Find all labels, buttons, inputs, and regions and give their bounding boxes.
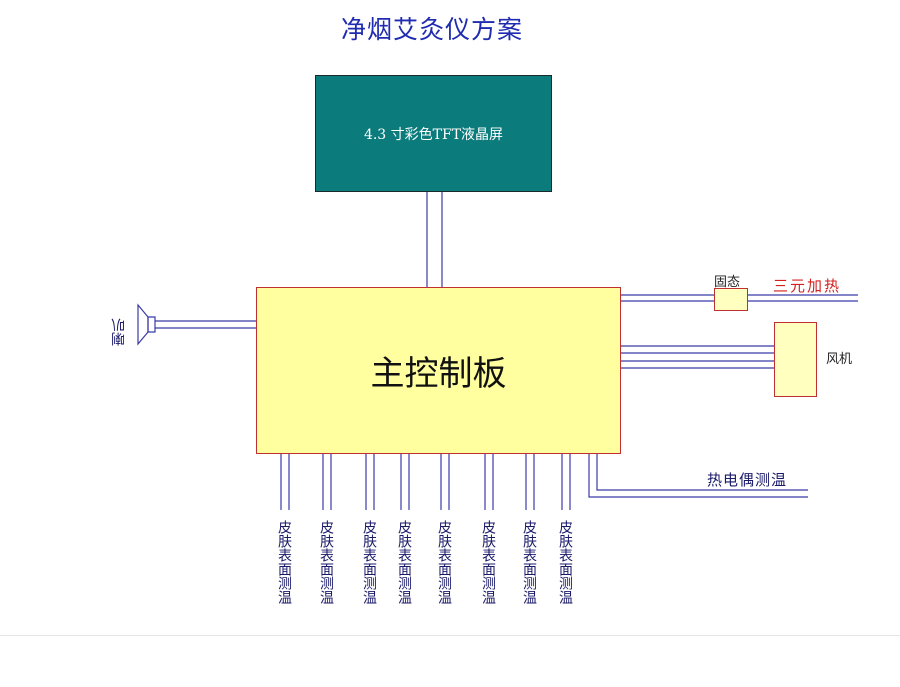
tft-screen-box: 4.3 寸彩色TFT液晶屏 <box>315 75 552 192</box>
thermocouple-label: 热电偶测温 <box>707 471 788 489</box>
skin-sensor-label: 皮肤表面测温 <box>480 520 496 604</box>
skin-sensor-label: 皮肤表面测温 <box>276 520 292 604</box>
diagram-title: 净烟艾灸仪方案 <box>340 15 523 44</box>
skin-sensor-label: 皮肤表面测温 <box>521 520 537 604</box>
skin-sensor-label: 皮肤表面测温 <box>557 520 573 604</box>
main-control-board: 主控制板 <box>256 287 621 454</box>
skin-sensor-label: 皮肤表面测温 <box>318 520 334 604</box>
skin-sensor-label: 皮肤表面测温 <box>361 520 377 604</box>
skin-sensor-label: 皮肤表面测温 <box>396 520 412 604</box>
solid-state-label: 固态 <box>714 275 741 290</box>
wire-thermo-2 <box>596 454 808 491</box>
speaker-label: 喇叭 <box>111 318 127 346</box>
bottom-divider <box>0 635 900 636</box>
heater-label: 三元加热 <box>773 277 842 295</box>
solid-state-relay-box <box>714 288 748 311</box>
speaker-icon <box>137 303 156 346</box>
wire-thermo-1 <box>588 454 808 498</box>
skin-sensor-label: 皮肤表面测温 <box>436 520 452 604</box>
fan-box <box>774 322 817 397</box>
fan-label: 风机 <box>826 352 853 367</box>
